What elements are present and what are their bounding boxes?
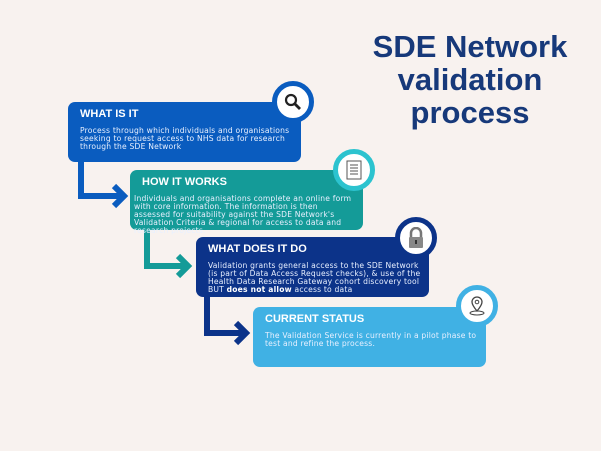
body-bold-text: does not allow <box>226 285 292 294</box>
step-body: The Validation Service is currently in a… <box>265 331 477 348</box>
step-body: Individuals and organisations complete a… <box>134 194 352 235</box>
location-pin-icon <box>456 285 498 327</box>
step-heading: CURRENT STATUS <box>265 313 365 325</box>
step-what-is-it: WHAT IS IT Process through which individ… <box>68 102 301 162</box>
step-how-it-works: HOW IT WORKS Individuals and organisatio… <box>130 170 363 235</box>
arrow-3 <box>204 297 251 346</box>
body-text: access to data <box>291 285 353 294</box>
body-text: Validation grants general access to the … <box>208 261 421 294</box>
search-icon <box>272 81 314 123</box>
document-list-icon <box>333 149 375 191</box>
lock-icon <box>395 217 437 259</box>
arrow-2 <box>144 230 193 279</box>
step-body: Validation grants general access to the … <box>208 262 421 294</box>
step-heading: WHAT IS IT <box>80 108 139 120</box>
step-current-status: CURRENT STATUS The Validation Service is… <box>253 307 486 367</box>
page-title: SDE Network validation process <box>372 29 568 130</box>
step-body: Process through which individuals and or… <box>80 126 290 151</box>
step-what-does-it-do: WHAT DOES IT DO Validation grants genera… <box>196 237 429 297</box>
step-heading: WHAT DOES IT DO <box>208 243 307 255</box>
step-heading: HOW IT WORKS <box>142 176 227 188</box>
arrow-1 <box>78 162 129 209</box>
